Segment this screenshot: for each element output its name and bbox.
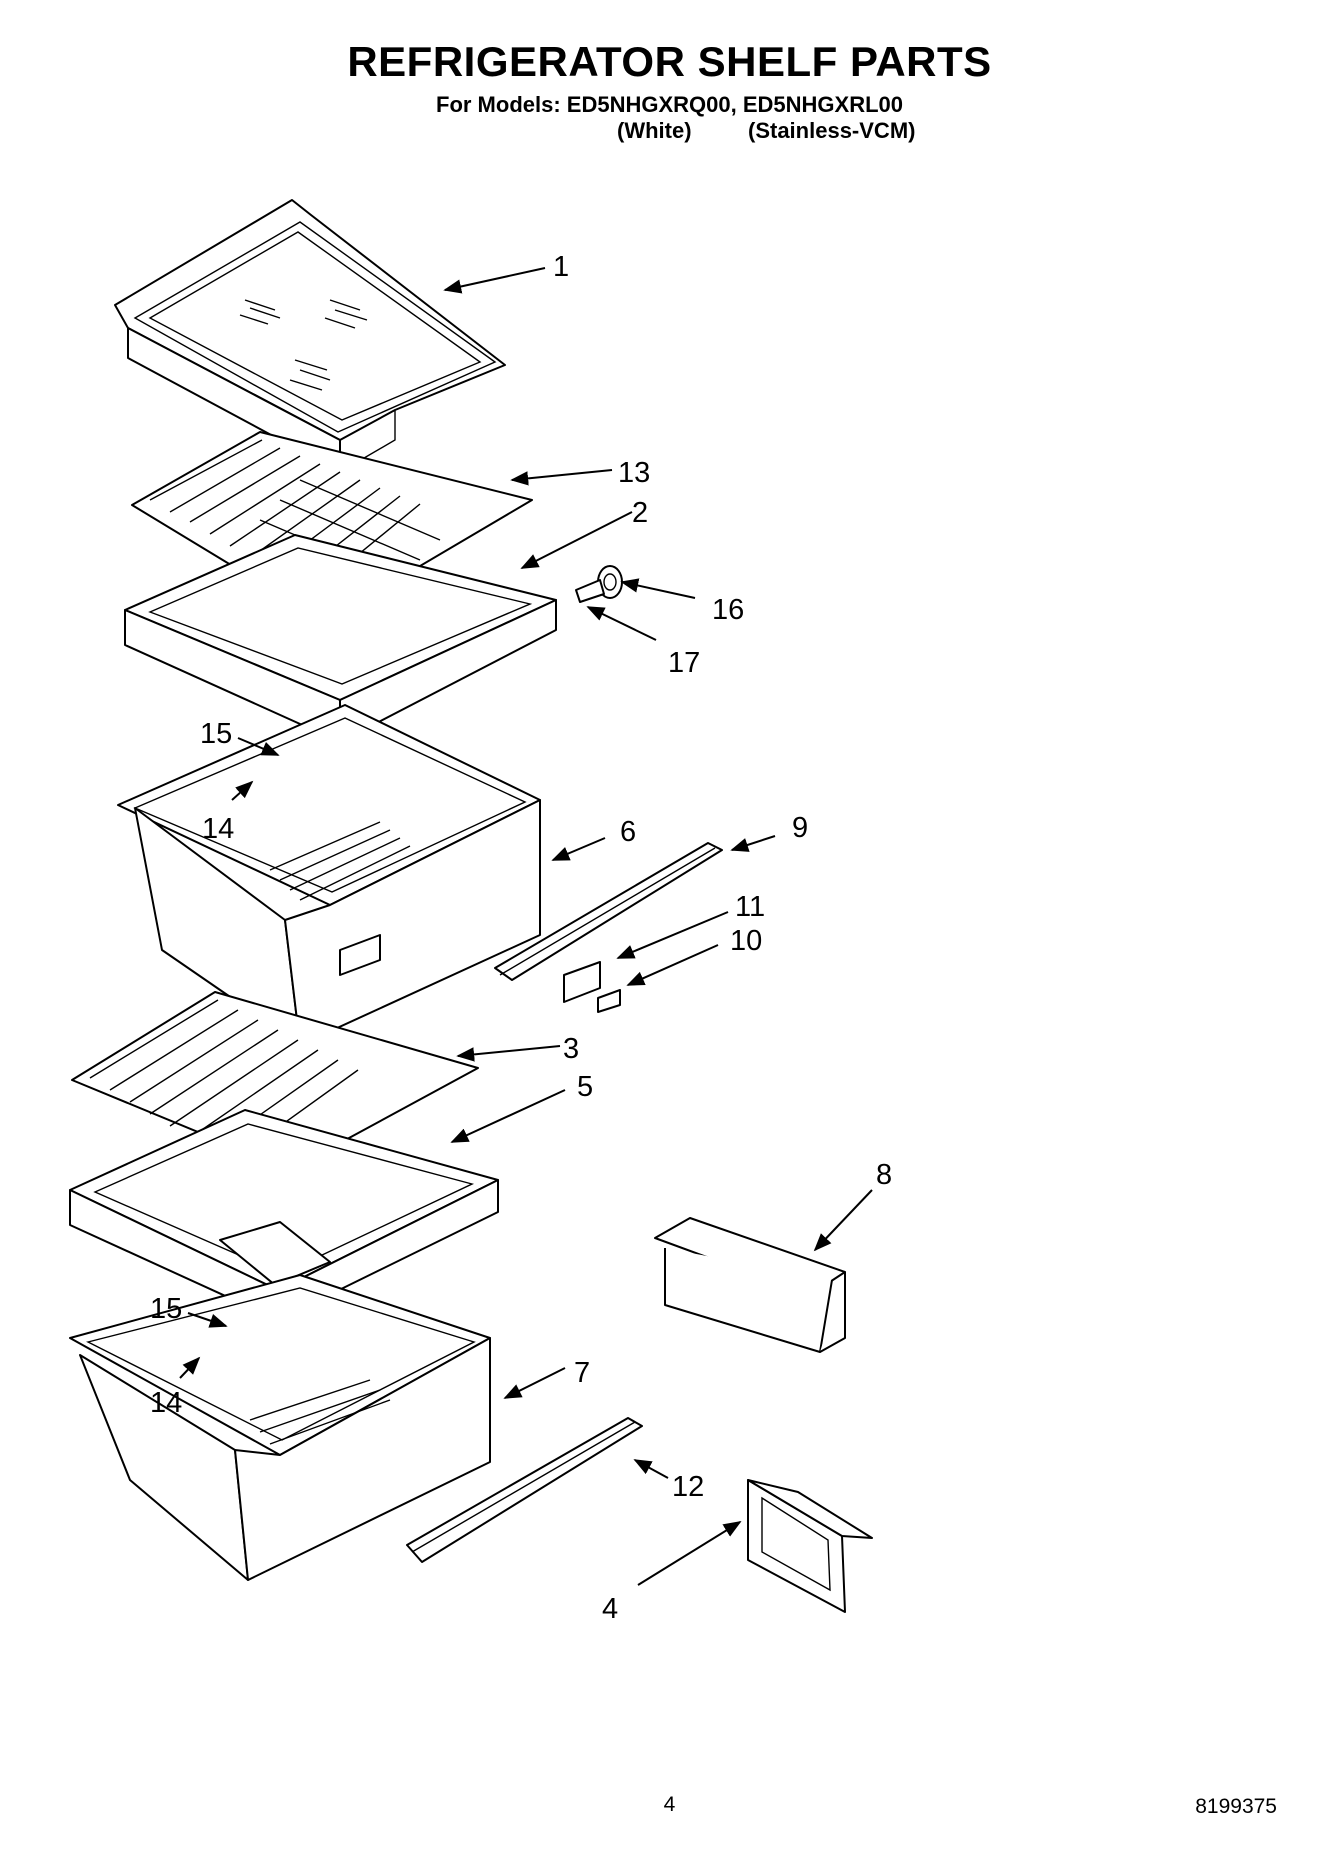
models-line: For Models: ED5NHGXRQ00, ED5NHGXRL00 xyxy=(436,92,903,117)
leader-lines xyxy=(179,267,873,1586)
part-4-label-holder xyxy=(747,1479,873,1613)
callout-15-lower: 15 xyxy=(150,1293,182,1325)
part-10-11-clips xyxy=(563,961,621,1013)
callout-numbers: 1 13 2 16 17 15 14 6 9 11 10 3 5 8 15 14… xyxy=(150,251,892,1625)
part-1-top-shelf xyxy=(114,199,506,473)
page-number: 4 xyxy=(663,1793,676,1816)
callout-16: 16 xyxy=(712,594,744,626)
variant-stainless: (Stainless-VCM) xyxy=(748,118,916,143)
callout-9: 9 xyxy=(792,812,808,844)
callout-2: 2 xyxy=(632,497,648,529)
callout-12: 12 xyxy=(672,1471,704,1503)
callout-17: 17 xyxy=(668,647,700,679)
callout-3: 3 xyxy=(563,1033,579,1065)
callout-13: 13 xyxy=(618,457,650,489)
callout-8: 8 xyxy=(876,1159,892,1191)
part-8-bin xyxy=(654,1217,846,1353)
callout-10: 10 xyxy=(730,925,762,957)
callout-15-upper: 15 xyxy=(200,718,232,750)
callout-14-lower: 14 xyxy=(150,1387,182,1419)
callout-14-upper: 14 xyxy=(202,813,234,845)
document-number: 8199375 xyxy=(1195,1795,1277,1818)
callout-1: 1 xyxy=(553,251,569,283)
part-9-drawer-handle xyxy=(494,842,723,981)
callout-4: 4 xyxy=(602,1593,618,1625)
part-6-upper-crisper xyxy=(117,704,541,1046)
part-7-lower-crisper xyxy=(69,1274,491,1581)
callout-7: 7 xyxy=(574,1357,590,1389)
page-title: REFRIGERATOR SHELF PARTS xyxy=(347,38,992,85)
variant-white: (White) xyxy=(617,118,692,143)
callout-11: 11 xyxy=(735,891,765,923)
part-12-drawer-handle xyxy=(406,1417,643,1563)
callout-5: 5 xyxy=(577,1071,593,1103)
callout-6: 6 xyxy=(620,816,636,848)
part-16-17-roller xyxy=(575,565,623,603)
